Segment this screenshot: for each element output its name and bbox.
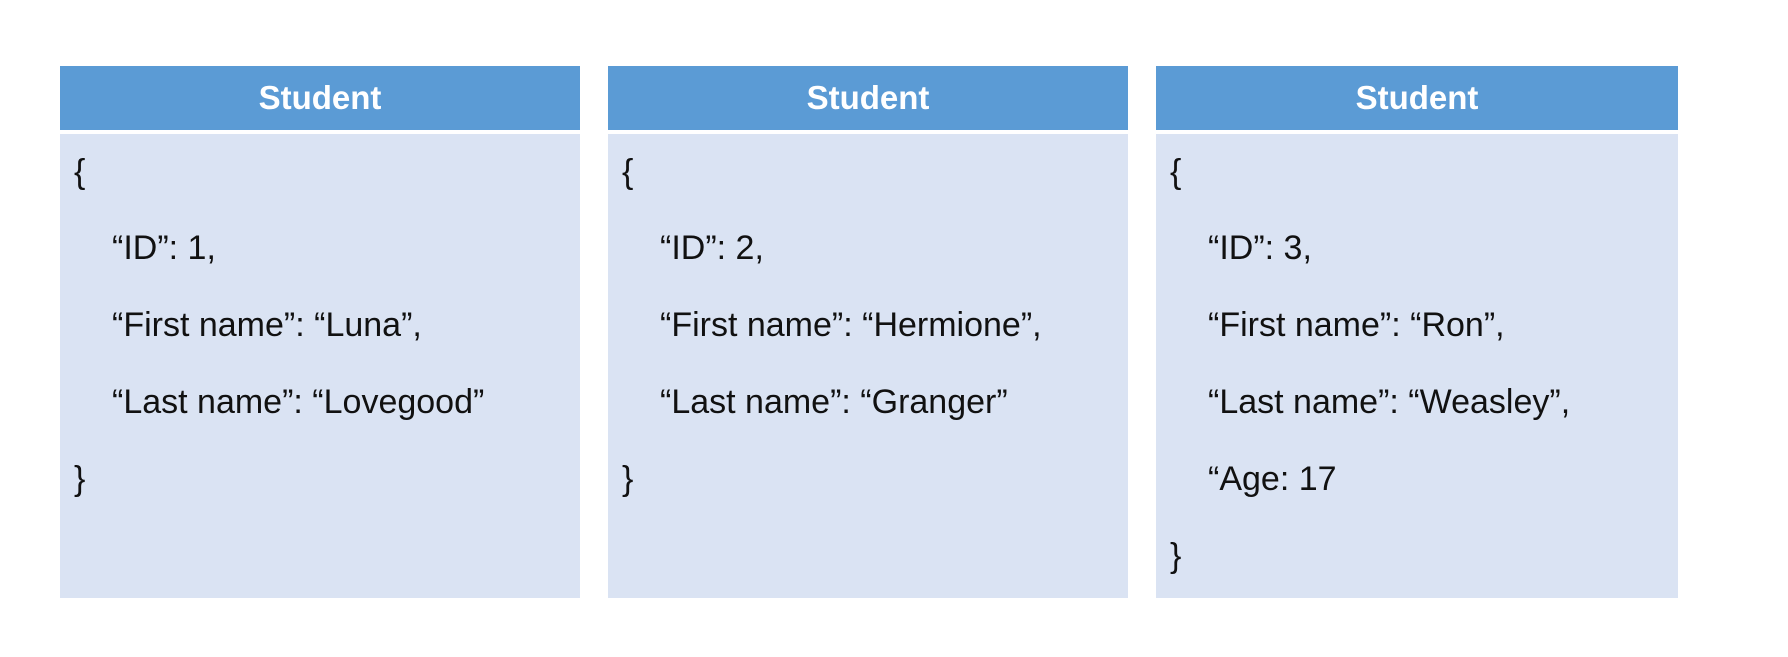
- card-header: Student: [608, 66, 1128, 134]
- open-brace: {: [622, 153, 634, 191]
- field-line: “Age: 17: [1208, 460, 1337, 498]
- field-line: “Last name”: “Weasley”,: [1208, 383, 1571, 421]
- open-brace: {: [1170, 153, 1182, 191]
- close-brace: }: [1170, 537, 1182, 575]
- field-line: “Last name”: “Granger”: [660, 383, 1008, 421]
- card-header: Student: [1156, 66, 1678, 134]
- close-brace: }: [74, 460, 86, 498]
- field-line: “Last name”: “Lovegood”: [112, 383, 485, 421]
- student-card-1: Student { “ID”: 1, “First name”: “Luna”,…: [60, 66, 580, 598]
- student-card-3: Student { “ID”: 3, “First name”: “Ron”, …: [1156, 66, 1678, 598]
- close-brace: }: [622, 460, 634, 498]
- open-brace: {: [74, 153, 86, 191]
- field-line: “First name”: “Luna”,: [112, 306, 422, 344]
- field-line: “ID”: 2,: [660, 229, 764, 267]
- field-line: “First name”: “Hermione”,: [660, 306, 1042, 344]
- student-card-2: Student { “ID”: 2, “First name”: “Hermio…: [608, 66, 1128, 598]
- field-line: “ID”: 1,: [112, 229, 216, 267]
- card-header: Student: [60, 66, 580, 134]
- field-line: “First name”: “Ron”,: [1208, 306, 1505, 344]
- field-line: “ID”: 3,: [1208, 229, 1312, 267]
